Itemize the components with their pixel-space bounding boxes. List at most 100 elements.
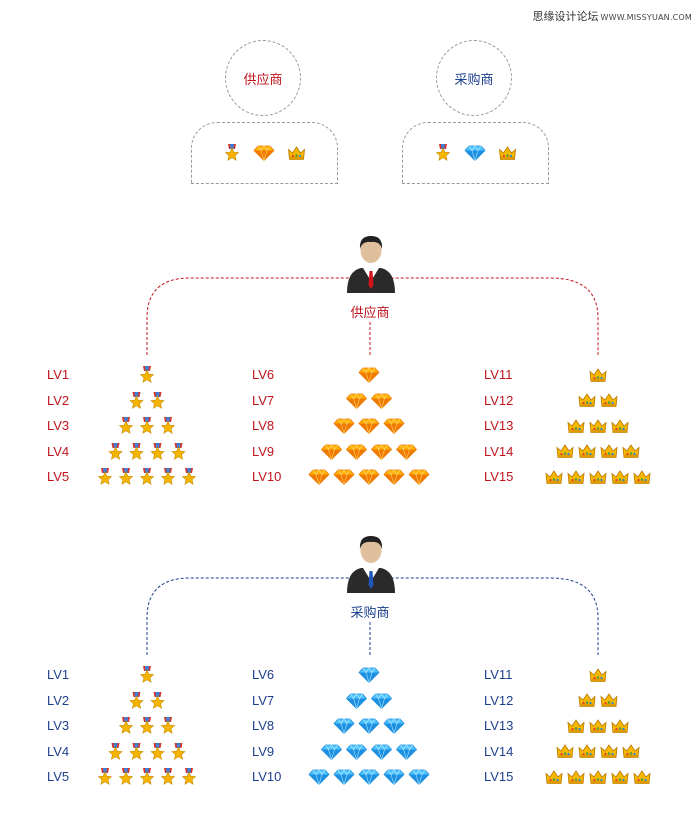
diamond-orange-icon (370, 392, 393, 409)
crown-icon (556, 744, 575, 759)
medal-icon (117, 468, 135, 486)
crown-icon (545, 469, 564, 485)
crown-icon (545, 769, 564, 785)
medal-icon (96, 768, 114, 786)
buyer-tree-root-label: 采购商 (350, 606, 390, 621)
crown-icon (622, 744, 641, 759)
medal-icon (128, 742, 146, 761)
level-icons-lv15 (545, 467, 652, 487)
buyer-role-card: 采购商 (402, 40, 552, 184)
diamond-orange-icon (358, 469, 380, 485)
level-icons-lv1 (138, 365, 156, 385)
diamond-orange-icon (370, 443, 393, 460)
buyer-card-head: 采购商 (436, 40, 512, 116)
level-label-lv13: LV13 (484, 418, 514, 433)
level-icons-lv8 (333, 716, 405, 736)
level-icons-lv10 (308, 467, 430, 487)
level-icons-lv13 (567, 416, 630, 436)
diamond-blue-icon (333, 769, 355, 785)
crown-icon (611, 718, 630, 734)
level-icons-lv6 (358, 365, 380, 385)
diamond-orange-icon (320, 443, 343, 460)
person-icon (347, 536, 395, 593)
level-label-lv6: LV6 (252, 667, 275, 682)
crown-icon (567, 418, 586, 434)
crown-icon (578, 744, 597, 759)
level-label-lv1: LV1 (47, 367, 70, 382)
medal-icon (138, 717, 156, 735)
medal-icon (138, 417, 156, 435)
supplier-card-head: 供应商 (225, 40, 301, 116)
medal-icon (149, 691, 167, 710)
crown-icon (578, 693, 597, 708)
crown-icon (589, 718, 608, 734)
level-label-lv12: LV12 (484, 392, 514, 408)
medal-icon (138, 666, 156, 684)
level-label-lv13: LV13 (484, 718, 514, 733)
diamond-orange-icon (253, 145, 275, 161)
diamond-blue-icon (464, 145, 486, 161)
diamond-orange-icon (333, 418, 355, 434)
level-label-lv5: LV5 (47, 769, 70, 784)
crown-icon (589, 418, 608, 434)
crown-icon (589, 769, 608, 785)
medal-icon (149, 742, 167, 761)
crown-icon (578, 444, 597, 459)
medal-icon (434, 144, 452, 162)
buyer-avatar (343, 529, 399, 593)
level-icons-lv12 (578, 391, 619, 411)
level-icons-lv4 (107, 742, 188, 762)
medal-icon (138, 768, 156, 786)
medal-icon (138, 366, 156, 384)
diamond-orange-icon (358, 418, 380, 434)
diamond-orange-icon (383, 469, 405, 485)
level-label-lv1: LV1 (47, 667, 70, 682)
supplier-tree-root-label: 供应商 (350, 306, 390, 321)
medal-icon (128, 391, 146, 410)
diamond-blue-icon (358, 718, 380, 734)
crown-icon (567, 718, 586, 734)
level-icons-lv11 (589, 665, 608, 685)
level-label-lv9: LV9 (252, 743, 275, 759)
level-icons-lv7 (345, 691, 393, 711)
level-label-lv14: LV14 (484, 743, 514, 759)
level-label-lv11: LV11 (484, 367, 513, 382)
level-icons-lv7 (345, 391, 393, 411)
buyer-card-label: 采购商 (454, 72, 494, 88)
medal-icon (149, 391, 167, 410)
crown-icon (633, 769, 652, 785)
supplier-avatar (343, 229, 399, 293)
medal-icon (138, 468, 156, 486)
crown-icon (567, 469, 586, 485)
watermark-site: WWW.MISSYUAN.COM (600, 13, 692, 22)
level-label-lv2: LV2 (47, 692, 70, 708)
buyer-card-icons (402, 122, 549, 184)
medal-icon (107, 442, 125, 461)
level-icons-lv2 (128, 391, 167, 411)
level-icons-lv6 (358, 665, 380, 685)
crown-icon (589, 367, 608, 383)
diamond-orange-icon (383, 418, 405, 434)
level-icons-lv8 (333, 416, 405, 436)
level-icons-lv5 (96, 467, 198, 487)
level-icons-lv10 (308, 767, 430, 787)
medal-icon (170, 442, 188, 461)
level-icons-lv14 (556, 442, 641, 462)
medal-icon (170, 742, 188, 761)
level-label-lv4: LV4 (47, 443, 70, 459)
medal-icon (117, 417, 135, 435)
medal-icon (96, 468, 114, 486)
diamond-orange-icon (408, 469, 430, 485)
level-icons-lv1 (138, 665, 156, 685)
level-label-lv5: LV5 (47, 469, 70, 484)
medal-icon (107, 742, 125, 761)
level-label-lv11: LV11 (484, 667, 513, 682)
level-label-lv9: LV9 (252, 443, 275, 459)
level-label-lv4: LV4 (47, 743, 70, 759)
crown-icon (600, 744, 619, 759)
medal-icon (180, 468, 198, 486)
diamond-blue-icon (358, 667, 380, 683)
supplier-card-label: 供应商 (243, 72, 283, 88)
crown-icon (600, 444, 619, 459)
